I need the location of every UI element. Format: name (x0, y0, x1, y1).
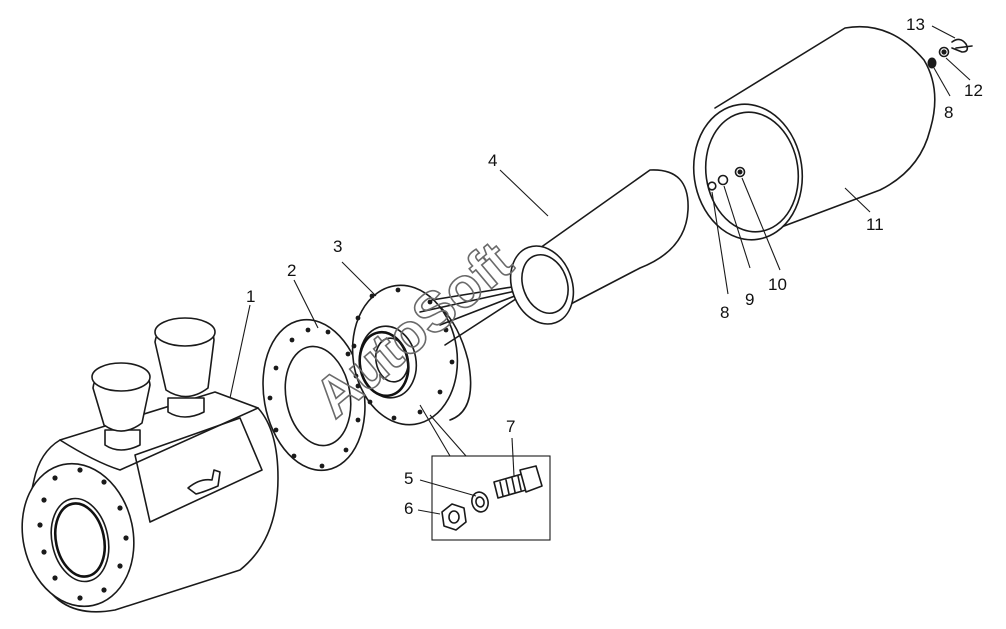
label-part-4: 4 (488, 151, 497, 170)
label-part-3: 3 (333, 237, 342, 256)
gasket-part-2 (262, 318, 366, 472)
filter-element-part-4 (509, 169, 689, 325)
cover-part-11 (692, 25, 936, 241)
housing-part-1 (21, 317, 279, 613)
label-part-12: 12 (964, 81, 983, 100)
flange-part-3 (351, 280, 546, 426)
leader-lines (229, 25, 971, 515)
label-part-6: 6 (404, 499, 413, 518)
label-part-11: 11 (866, 215, 884, 234)
label-part-9: 9 (745, 290, 754, 309)
label-part-13: 13 (906, 15, 925, 34)
label-part-8-lower: 8 (720, 303, 729, 322)
label-part-10: 10 (768, 275, 787, 294)
label-part-2: 2 (287, 261, 296, 280)
bolt-kit-box (419, 404, 551, 541)
part-number-labels: 1 2 3 4 5 6 7 8 8 9 10 11 12 13 (246, 15, 983, 518)
label-part-5: 5 (404, 469, 413, 488)
label-part-8-upper: 8 (944, 103, 953, 122)
top-fasteners (927, 38, 973, 69)
label-part-1: 1 (246, 287, 255, 306)
label-part-7: 7 (506, 417, 515, 436)
